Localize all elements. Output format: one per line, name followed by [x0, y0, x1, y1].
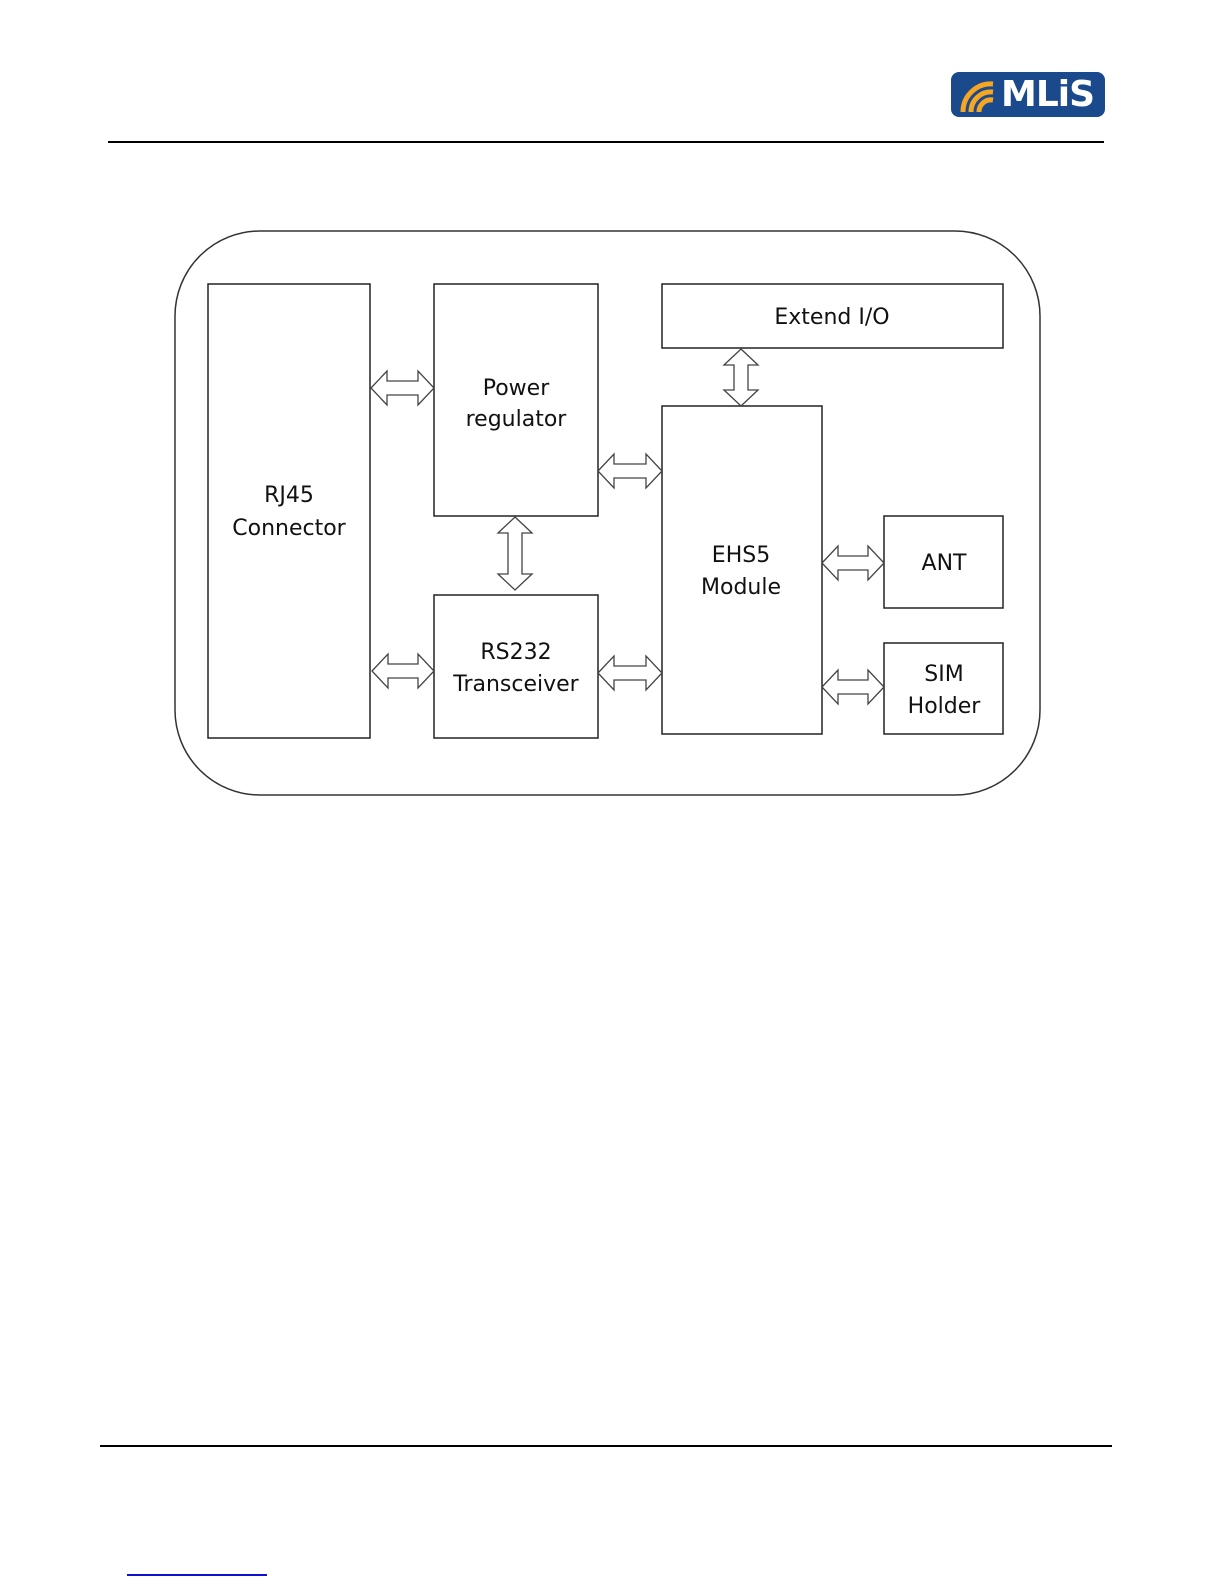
rs232-label-1: RS232 [480, 640, 551, 665]
arrow-rs232-ehs5 [597, 654, 663, 692]
block-ehs5 [661, 405, 823, 735]
block-ant [883, 515, 1004, 609]
rj45-label-1: RJ45 [264, 483, 314, 508]
block-extend-io [661, 283, 1004, 349]
logo-text: MLiS [1001, 74, 1095, 115]
arrow-power-ehs5 [597, 452, 663, 490]
arrow-ehs5-sim [821, 668, 885, 706]
ant-label: ANT [922, 551, 968, 576]
power-label-1: Power [483, 376, 550, 401]
arrow-ehs5-ant [821, 544, 885, 582]
mlis-logo: MLiS [951, 72, 1105, 117]
rs232-label-2: Transceiver [452, 672, 579, 697]
footer-rule [100, 1445, 1112, 1447]
footer-link-underline[interactable] [127, 1574, 267, 1576]
ehs5-label-2: Module [701, 575, 781, 600]
arrow-extend-ehs5 [722, 348, 760, 407]
ehs5-label-1: EHS5 [712, 543, 770, 568]
block-rs232 [433, 594, 599, 739]
rj45-label-2: Connector [232, 516, 346, 541]
block-diagram: RJ45 Connector Power regulator RS232 Tra… [174, 230, 1041, 796]
arrow-rj45-rs232 [371, 652, 435, 690]
extend-label: Extend I/O [774, 305, 889, 330]
arrow-power-rs232 [496, 516, 534, 591]
device-outline [174, 230, 1041, 796]
arrow-rj45-power [370, 369, 435, 407]
sim-label-2: Holder [908, 694, 982, 719]
block-power-regulator [433, 283, 599, 517]
sim-label-1: SIM [924, 662, 963, 687]
header-rule [108, 141, 1104, 143]
block-sim [883, 642, 1004, 735]
block-rj45 [207, 283, 371, 739]
signal-waves-icon [960, 81, 994, 113]
power-label-2: regulator [466, 407, 568, 432]
